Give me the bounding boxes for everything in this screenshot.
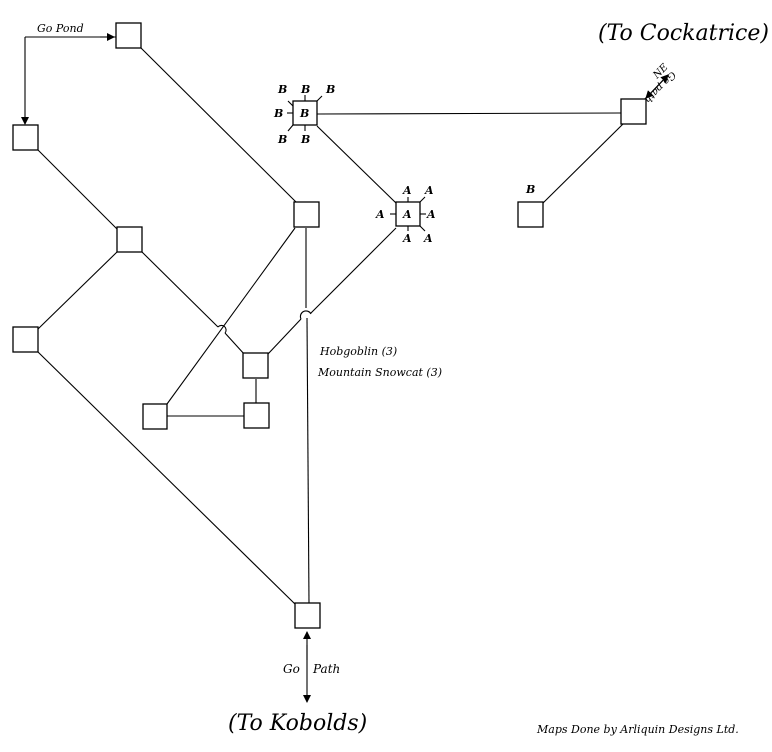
- monster-label-2: Mountain Snowcat (3): [317, 366, 442, 379]
- room-east: [620, 98, 647, 125]
- path-hop-to-r7: [224, 332, 246, 356]
- path-r2-to-r7-hop: [217, 324, 227, 334]
- room-southeast: [517, 201, 544, 228]
- markers-a: A A A A A A A: [375, 184, 436, 245]
- connections: [21, 33, 669, 703]
- labels: Go Pond (To Cockatrice) NE Go path Hobgo…: [37, 21, 769, 736]
- marker-a-n: A: [402, 184, 412, 197]
- room-west-3: [12, 326, 39, 353]
- path-r2-to-r3: [37, 251, 118, 330]
- monster-label-1: Hobgoblin (3): [319, 345, 397, 358]
- path-r4-to-r8: [166, 227, 296, 405]
- marker-a-e: A: [426, 208, 436, 221]
- marker-b-sw: B: [277, 133, 287, 146]
- marker-b-s: B: [300, 133, 310, 146]
- path-r3-to-r11: [37, 351, 297, 606]
- path-b-to-r6: [316, 112, 622, 115]
- marker-b-n: B: [300, 83, 310, 96]
- room-southwest: [142, 403, 168, 430]
- marker-b-southeast-room: B: [525, 183, 535, 196]
- room-south-mid: [243, 402, 270, 429]
- room-west-2: [116, 226, 143, 253]
- path-b-to-a: [316, 125, 397, 204]
- room-south: [294, 602, 321, 629]
- room-center: [293, 201, 320, 228]
- go-path-bottom-go: Go: [283, 662, 300, 676]
- path-r2-to-r7: [141, 251, 219, 328]
- go-pond-label: Go Pond: [37, 22, 84, 35]
- marker-a-ne: A: [424, 184, 434, 197]
- marker-b-nw: B: [277, 83, 287, 96]
- to-kobolds-label: (To Kobolds): [228, 711, 367, 736]
- markers-b: B B B B B B B B: [273, 83, 535, 196]
- marker-a-center: A: [402, 208, 412, 221]
- credit-label: Maps Done by Arliquin Designs Ltd.: [536, 723, 739, 736]
- path-r1-to-r2: [37, 149, 118, 230]
- rooms: [12, 22, 647, 629]
- go-path-bottom-path: Path: [312, 662, 340, 676]
- path-r4-to-r11-bottom: [306, 317, 310, 605]
- room-top: [115, 22, 142, 49]
- path-top-to-r4: [138, 45, 298, 204]
- marker-a-s: A: [402, 232, 412, 245]
- to-cockatrice-label: (To Cockatrice): [598, 21, 769, 46]
- path-r6-to-r10: [540, 123, 624, 206]
- marker-a-se: A: [423, 232, 433, 245]
- room-hobgoblin: [242, 352, 269, 379]
- marker-b-center: B: [299, 107, 309, 120]
- marker-b-w: B: [273, 107, 283, 120]
- path-r5-to-r7-hop: [299, 310, 312, 320]
- path-r5-to-hop: [310, 227, 397, 314]
- room-west-1: [12, 124, 39, 151]
- path-ne-in: [645, 74, 669, 99]
- path-hop-to-r7b: [267, 318, 302, 355]
- room-b: [292, 100, 318, 126]
- marker-a-w: A: [375, 208, 385, 221]
- marker-b-ne: B: [325, 83, 335, 96]
